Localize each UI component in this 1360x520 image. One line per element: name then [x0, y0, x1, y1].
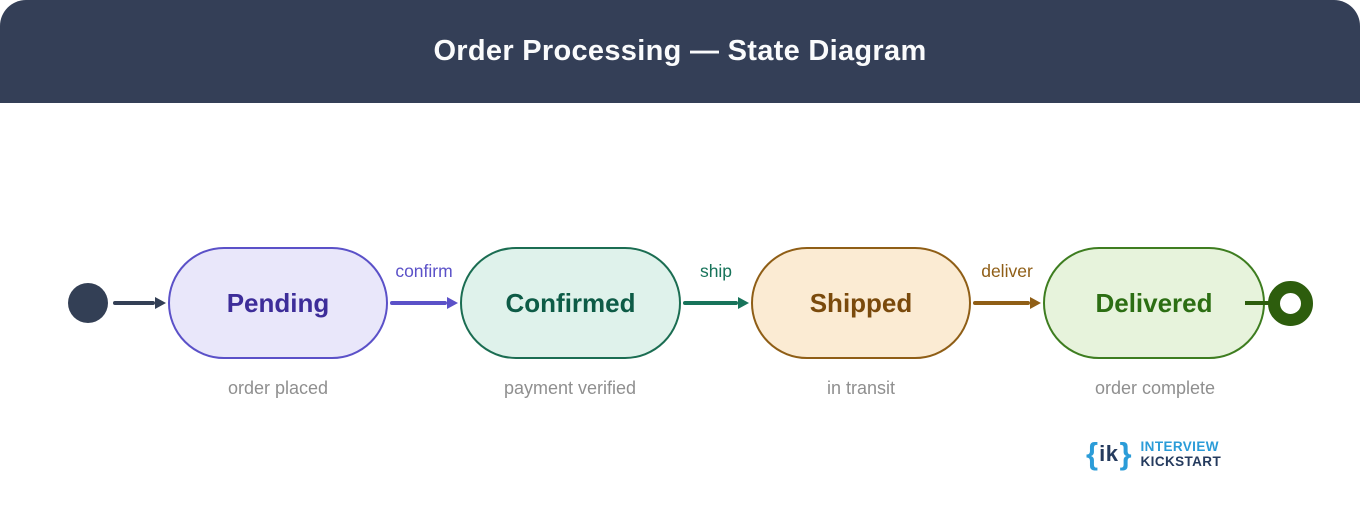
state-delivered: Delivered — [1043, 247, 1265, 359]
state-delivered-label: Delivered — [1095, 287, 1213, 318]
transition-arrow-deliver — [973, 301, 1030, 305]
state-confirmed-label: Confirmed — [505, 287, 636, 318]
logo-monogram: ik — [1099, 441, 1119, 467]
logo-line-interview: INTERVIEW — [1140, 439, 1219, 454]
logo-close-brace: } — [1119, 436, 1132, 472]
state-pending: Pending — [168, 247, 388, 359]
logo-wordmark: INTERVIEW KICKSTART — [1141, 440, 1222, 469]
logo-line-kickstart: KICKSTART — [1140, 454, 1222, 469]
transition-label-deliver: deliver — [981, 261, 1033, 281]
interview-kickstart-logo: { ik } INTERVIEW KICKSTART — [1086, 436, 1222, 472]
start-transition-arrow — [113, 301, 155, 305]
page-title: Order Processing — State Diagram — [433, 35, 927, 67]
state-confirmed-sublabel: payment verified — [503, 378, 637, 398]
state-shipped-label: Shipped — [809, 287, 913, 318]
state-shipped-sublabel: in transit — [826, 378, 896, 398]
end-transition-line — [1245, 301, 1270, 305]
final-state-node — [1268, 281, 1313, 326]
start-state-node — [68, 283, 108, 323]
state-shipped: Shipped — [751, 247, 971, 359]
state-delivered-sublabel: order complete — [1094, 378, 1216, 398]
transition-arrow-confirm — [390, 301, 447, 305]
transition-label-ship: ship — [699, 261, 733, 281]
transition-arrow-ship — [683, 301, 738, 305]
state-confirmed: Confirmed — [460, 247, 681, 359]
state-pending-label: Pending — [226, 287, 330, 318]
header-bar: Order Processing — State Diagram — [0, 0, 1360, 103]
state-pending-sublabel: order placed — [227, 378, 329, 398]
logo-open-brace: { — [1086, 436, 1099, 472]
ik-monogram-icon: { ik } — [1086, 436, 1132, 472]
transition-label-confirm: confirm — [395, 261, 453, 281]
